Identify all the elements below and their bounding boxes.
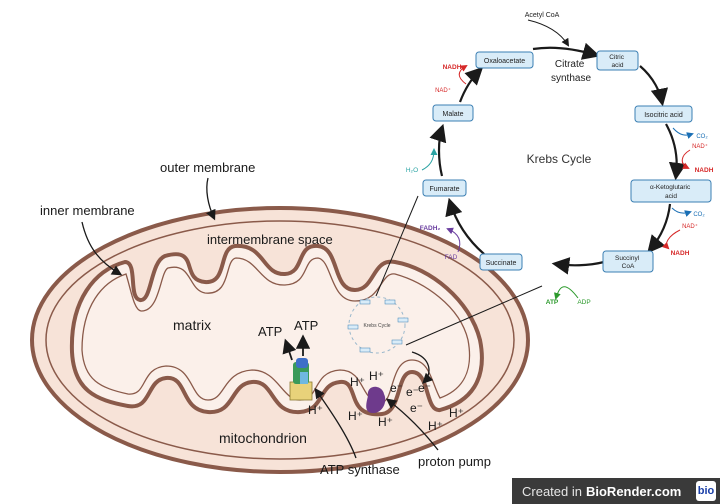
oxaloacetate-label: Oxaloacetate — [484, 58, 525, 65]
adp-cycle-label: ADP — [577, 299, 590, 306]
fumarate-box: Fumarate — [422, 179, 467, 197]
ketoglutaric-box: α-Ketoglutaric acid — [630, 179, 712, 203]
citrate-synthase-line-1: Citrate — [555, 59, 585, 70]
biorender-badge[interactable]: Created in BioRender.com bio — [512, 478, 720, 504]
citric-acid-line-1: Citric — [609, 54, 625, 61]
atp-cycle-label: ATP — [546, 299, 559, 306]
biorender-logo-icon: bio — [696, 481, 716, 501]
succinyl-coa-line-2: CoA — [622, 263, 635, 270]
matrix-label: matrix — [173, 317, 211, 333]
outer-membrane-label: outer membrane — [160, 160, 255, 175]
mini-cycle-label: Krebs Cycle — [364, 323, 391, 329]
nadh-1-label: NADH — [695, 167, 714, 174]
fad-label: FAD — [445, 254, 458, 261]
h-plus-label: H⁺ — [428, 419, 443, 433]
intermembrane-space-label: intermembrane space — [207, 232, 333, 247]
badge-created-in: Created in — [522, 483, 582, 499]
nad-1-label: NAD⁺ — [692, 143, 708, 150]
succinyl-coa-box: Succinyl CoA — [602, 250, 654, 273]
succinyl-coa-label: Succinyl CoA — [615, 255, 641, 270]
succinyl-coa-line-1: Succinyl — [615, 255, 640, 262]
acetyl-coa-label: Acetyl CoA — [525, 12, 560, 19]
co2-2-label: CO₂ — [693, 212, 705, 218]
inner-membrane-label: inner membrane — [40, 203, 135, 218]
mini-krebs-cycle: Krebs Cycle — [347, 296, 409, 354]
malate-box: Malate — [432, 104, 474, 122]
ketoglutaric-line-2: acid — [665, 193, 677, 200]
krebs-cycle-title: Krebs Cycle — [527, 152, 592, 166]
krebs-cycle: Oxaloacetate Citric acid Isocitric acid … — [406, 12, 714, 306]
e-minus-label: e⁻ — [418, 381, 431, 395]
nad-2-label: NAD⁺ — [682, 223, 698, 230]
h-plus-label: H⁺ — [348, 409, 363, 423]
proton-pump-shape — [366, 386, 386, 414]
h-plus-label: H⁺ — [350, 375, 365, 389]
h2o-label: H₂O — [406, 167, 418, 174]
mitochondrion-label: mitochondrion — [219, 430, 307, 446]
h-plus-label: H⁺ — [369, 369, 384, 383]
atp-label-2: ATP — [294, 318, 318, 333]
isocitric-acid-label: Isocitric acid — [644, 112, 683, 119]
e-minus-label: e⁻ — [406, 385, 419, 399]
nadh-2-label: NADH — [671, 250, 690, 257]
citric-acid-box: Citric acid — [596, 50, 639, 71]
atp-synthase-shape — [289, 358, 313, 401]
succinate-box: Succinate — [479, 253, 523, 271]
h-plus-label: H⁺ — [378, 415, 393, 429]
isocitric-acid-box: Isocitric acid — [634, 105, 693, 123]
fumarate-label: Fumarate — [430, 186, 460, 193]
nad-top-label: NAD⁺ — [435, 87, 451, 94]
co2-1-label: CO₂ — [696, 134, 708, 140]
citric-acid-line-2: acid — [612, 62, 624, 69]
atp-label-1: ATP — [258, 324, 282, 339]
citrate-synthase-label: Citrate synthase — [551, 59, 591, 84]
e-minus-label: e⁻ — [390, 381, 403, 395]
citric-acid-label: Citric acid — [609, 54, 626, 69]
h-plus-label: H⁺ — [449, 406, 464, 420]
h-plus-label: H⁺ — [308, 403, 323, 417]
ketoglutaric-label: α-Ketoglutaric acid — [650, 184, 692, 200]
fadh2-label: FADH₂ — [420, 225, 441, 232]
atp-synthase-label: ATP synthase — [320, 462, 400, 477]
nadh-top-label: NADH — [443, 64, 462, 71]
succinate-label: Succinate — [486, 260, 517, 267]
badge-brand: BioRender.com — [585, 483, 682, 499]
citrate-synthase-line-2: synthase — [551, 73, 591, 84]
malate-label: Malate — [442, 111, 463, 118]
oxaloacetate-box: Oxaloacetate — [475, 51, 534, 69]
e-minus-label: e⁻ — [410, 401, 423, 415]
proton-pump-label: proton pump — [418, 454, 491, 469]
ketoglutaric-line-1: α-Ketoglutaric — [650, 184, 691, 191]
